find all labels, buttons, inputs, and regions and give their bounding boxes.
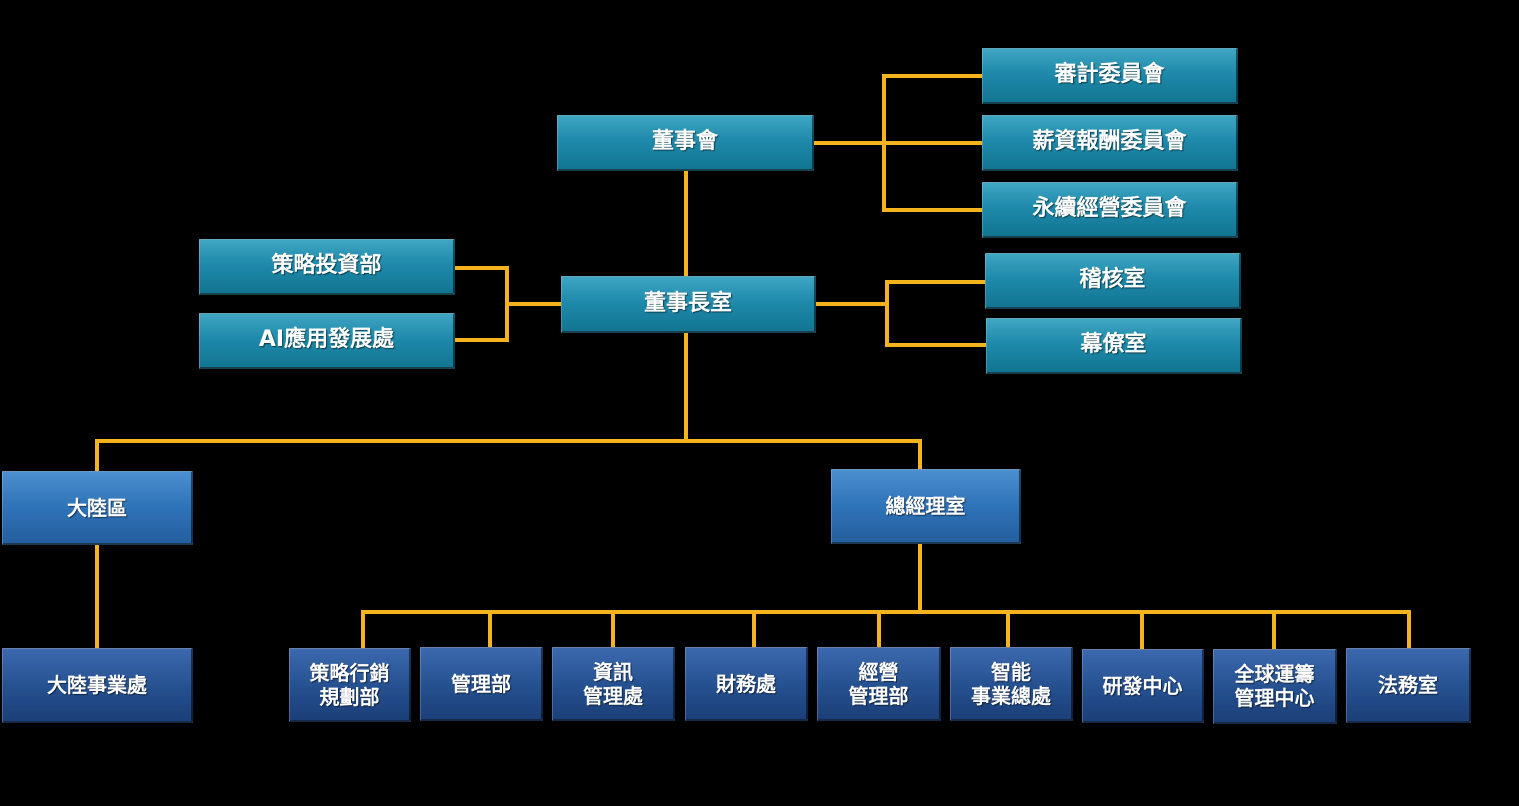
- department-label: 資訊 管理處: [583, 659, 643, 708]
- unit-label: 稽核室: [1079, 267, 1146, 293]
- mainland-region-label: 大陸區: [67, 495, 127, 520]
- president-office-node: 總經理室: [831, 469, 1021, 544]
- mainland-region-node: 大陸區: [2, 471, 193, 545]
- sustainability-committee-node: 永續經營委員會: [982, 182, 1238, 238]
- department-node: 研發中心: [1082, 649, 1204, 723]
- remuneration-committee-node: 薪資報酬委員會: [982, 115, 1238, 171]
- audit-office-node: 稽核室: [985, 253, 1241, 309]
- department-node: 策略行銷 規劃部: [289, 648, 411, 722]
- chairman-office-node: 董事長室: [561, 276, 816, 333]
- unit-label: 幕僚室: [1080, 332, 1147, 358]
- board-node: 董事會: [557, 115, 814, 171]
- audit-committee-node: 審計委員會: [982, 48, 1238, 104]
- department-label: 策略行銷 規劃部: [309, 660, 390, 709]
- department-label: 法務室: [1378, 673, 1438, 697]
- staff-office-node: 幕僚室: [986, 318, 1242, 374]
- ai-application-node: AI應用發展處: [199, 313, 455, 369]
- committee-label: 審計委員會: [1054, 62, 1165, 88]
- department-node: 智能 事業總處: [950, 647, 1073, 721]
- department-label: 管理部: [451, 671, 511, 696]
- unit-label: 策略投資部: [271, 253, 382, 279]
- department-node: 法務室: [1346, 648, 1471, 723]
- committee-label: 薪資報酬委員會: [1032, 129, 1187, 155]
- department-node: 管理部: [420, 647, 543, 721]
- department-node: 財務處: [685, 647, 808, 721]
- department-node: 經營 管理部: [817, 647, 941, 721]
- mainland-division-node: 大陸事業處: [2, 648, 193, 723]
- chairman-office-label: 董事長室: [643, 290, 732, 316]
- department-label: 全球運籌 管理中心: [1234, 662, 1315, 710]
- committee-label: 永續經營委員會: [1032, 196, 1187, 222]
- board-label: 董事會: [651, 129, 718, 155]
- department-node: 全球運籌 管理中心: [1213, 649, 1337, 724]
- department-label: 財務處: [716, 671, 776, 696]
- strategic-investment-node: 策略投資部: [199, 239, 455, 295]
- mainland-division-label: 大陸事業處: [47, 673, 147, 697]
- president-office-label: 總經理室: [885, 494, 966, 518]
- department-node: 資訊 管理處: [552, 647, 675, 721]
- unit-label: AI應用發展處: [258, 327, 395, 353]
- department-label: 研發中心: [1102, 673, 1183, 698]
- department-label: 經營 管理部: [848, 659, 909, 708]
- department-label: 智能 事業總處: [971, 659, 1051, 708]
